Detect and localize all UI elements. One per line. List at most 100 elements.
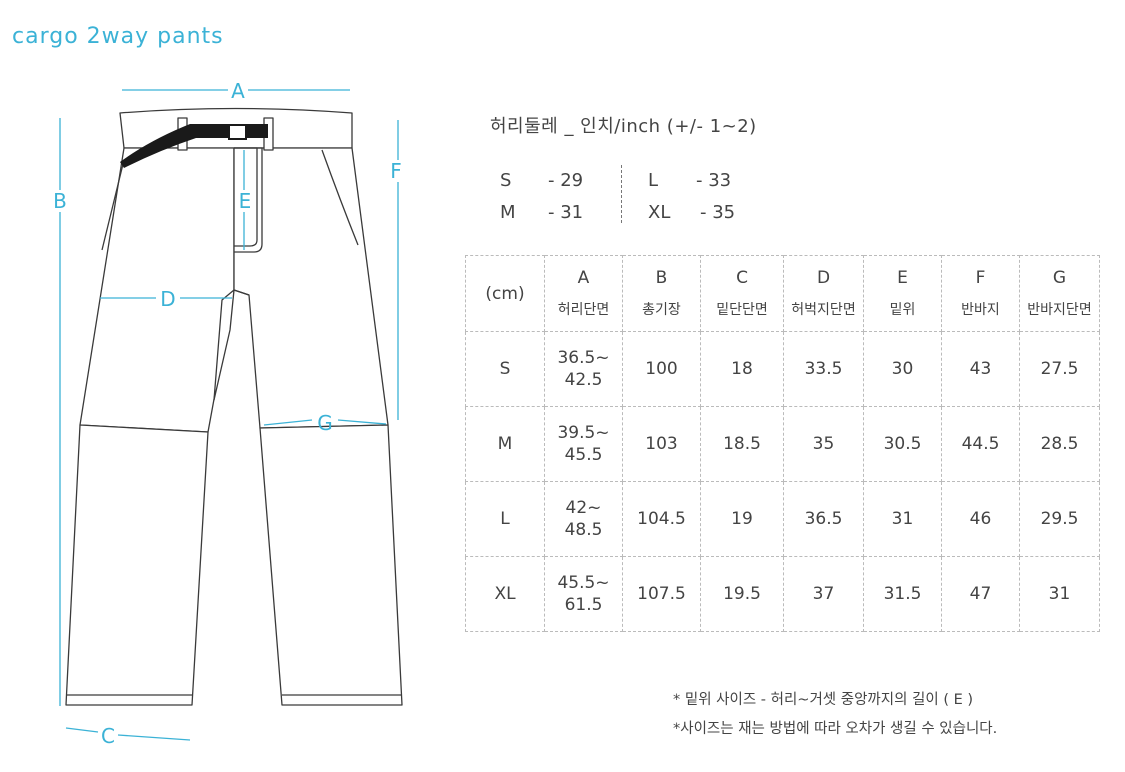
value-cell: 31: [863, 481, 942, 557]
label-f: F: [390, 159, 402, 183]
unit-label: (cm): [465, 255, 545, 332]
waist-range-cell: 42~48.5: [544, 481, 623, 557]
page-title: cargo 2way pants: [12, 24, 224, 49]
value-cell: 35: [783, 406, 864, 482]
table-row: M 39.5~45.5 103 18.5 35 30.5 44.5 28.5: [465, 406, 1100, 482]
waist-row: XL - 35: [648, 202, 735, 234]
waist-size: M: [500, 202, 516, 223]
value-cell: 29.5: [1019, 481, 1100, 557]
label-e: E: [239, 189, 252, 213]
waist-heading: 허리둘레 _ 인치/inch (+/- 1~2): [490, 116, 757, 137]
note-measurement: *사이즈는 재는 방법에 따라 오차가 생길 수 있습니다.: [673, 721, 998, 737]
range-end: 42.5: [564, 370, 603, 390]
value-cell: 36.5: [783, 481, 864, 557]
fly: [234, 147, 263, 253]
range-end: 61.5: [564, 595, 603, 615]
left-leg-lower: [65, 424, 209, 706]
value-cell: 30.5: [863, 406, 942, 482]
waist-row: L - 33: [648, 170, 735, 202]
waist-value: - 29: [548, 170, 584, 191]
column-name: 총기장: [642, 301, 681, 318]
column-header: G 반바지단면: [1019, 255, 1100, 332]
value-cell: 103: [622, 406, 701, 482]
column-code: D: [816, 267, 831, 288]
label-a: A: [231, 79, 245, 103]
waist-size: XL: [648, 202, 671, 223]
size-cell: XL: [465, 556, 545, 632]
column-name: 허리단면: [557, 301, 610, 318]
size-cell: L: [465, 481, 545, 557]
value-cell: 44.5: [941, 406, 1020, 482]
column-code: F: [975, 267, 986, 288]
column-name: 허벅지단면: [791, 301, 856, 318]
waist-size: L: [648, 170, 659, 191]
range-end: 48.5: [564, 520, 603, 540]
note-rise: * 밑위 사이즈 - 허리~거셋 중앙까지의 길이 ( E ): [673, 692, 974, 708]
waist-list-right: L - 33 XL - 35: [648, 170, 735, 234]
column-header: A 허리단면: [544, 255, 623, 332]
pants-diagram: A B F E D G C: [53, 79, 403, 748]
size-cell: M: [465, 406, 545, 482]
value-cell: 37: [783, 556, 864, 632]
value-cell: 27.5: [1019, 331, 1100, 407]
value-cell: 46: [941, 481, 1020, 557]
waist-row: S - 29: [500, 170, 583, 202]
range-start: 45.5~: [557, 573, 610, 593]
column-name: 반바지: [961, 301, 1000, 318]
column-code: A: [577, 267, 590, 288]
value-cell: 18.5: [700, 406, 784, 482]
value-cell: 43: [941, 331, 1020, 407]
value-cell: 33.5: [783, 331, 864, 407]
value-cell: 19.5: [700, 556, 784, 632]
notes: * 밑위 사이즈 - 허리~거셋 중앙까지의 길이 ( E ) *사이즈는 재는…: [673, 686, 997, 744]
waist-range-cell: 39.5~45.5: [544, 406, 623, 482]
value-cell: 100: [622, 331, 701, 407]
range-start: 39.5~: [557, 423, 610, 443]
column-header: F 반바지: [941, 255, 1020, 332]
column-code: G: [1052, 267, 1067, 288]
range-end: 45.5: [564, 445, 603, 465]
waist-value: - 31: [548, 202, 584, 223]
label-c: C: [101, 724, 115, 748]
range-start: 36.5~: [557, 348, 610, 368]
column-code: C: [736, 267, 748, 288]
label-g: G: [317, 411, 333, 435]
value-cell: 31.5: [863, 556, 942, 632]
column-name: 반바지단면: [1027, 301, 1092, 318]
value-cell: 30: [863, 331, 942, 407]
waist-divider: [621, 165, 622, 223]
column-header: E 밑위: [863, 255, 942, 332]
label-d: D: [160, 287, 175, 311]
waist-size: S: [500, 170, 512, 191]
right-leg-lower: [259, 424, 403, 706]
waist-list-left: S - 29 M - 31: [500, 170, 583, 234]
value-cell: 107.5: [622, 556, 701, 632]
column-name: 밑위: [889, 301, 916, 318]
range-start: 42~: [565, 498, 602, 518]
waist-range-cell: 45.5~61.5: [544, 556, 623, 632]
value-cell: 47: [941, 556, 1020, 632]
value-cell: 19: [700, 481, 784, 557]
value-cell: 31: [1019, 556, 1100, 632]
table-row: XL 45.5~61.5 107.5 19.5 37 31.5 47 31: [465, 556, 1100, 632]
value-cell: 28.5: [1019, 406, 1100, 482]
column-code: E: [897, 267, 908, 288]
column-header: B 총기장: [622, 255, 701, 332]
value-cell: 104.5: [622, 481, 701, 557]
waist-range-cell: 36.5~42.5: [544, 331, 623, 407]
size-cell: S: [465, 331, 545, 407]
belt: [120, 124, 268, 168]
left-leg-upper: [79, 147, 235, 433]
table-row: L 42~48.5 104.5 19 36.5 31 46 29.5: [465, 481, 1100, 557]
waist-row: M - 31: [500, 202, 583, 234]
label-b: B: [53, 189, 67, 213]
column-header: D 허벅지단면: [783, 255, 864, 332]
table-row: S 36.5~42.5 100 18 33.5 30 43 27.5: [465, 331, 1100, 407]
value-cell: 18: [700, 331, 784, 407]
column-code: B: [655, 267, 668, 288]
waist-value: - 33: [696, 170, 732, 191]
waist-value: - 35: [700, 202, 736, 223]
